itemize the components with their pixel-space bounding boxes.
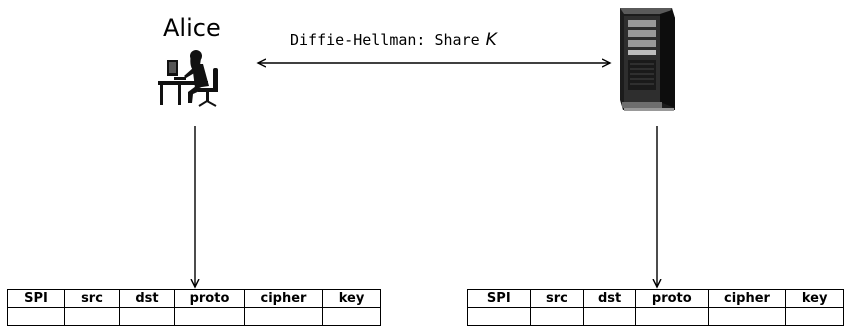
column-header-key: key: [785, 289, 844, 308]
server-tower-icon: [620, 8, 675, 111]
table-header-row: SPI src dst proto cipher key: [467, 289, 844, 308]
column-header-cipher: cipher: [707, 289, 787, 308]
exchange-key-symbol: K: [485, 30, 497, 50]
table-cell: [119, 307, 175, 326]
column-header-src: src: [529, 289, 585, 308]
table-cell: [634, 307, 709, 326]
column-header-spi: SPI: [467, 289, 531, 308]
table-cell: [64, 307, 120, 326]
table-cell: [322, 307, 381, 326]
table-cell: [467, 307, 531, 326]
table-cell: [529, 307, 585, 326]
table-header-row: SPI src dst proto cipher key: [7, 289, 381, 308]
alice-sa-table: SPI src dst proto cipher key: [7, 289, 381, 326]
server-sa-table: SPI src dst proto cipher key: [467, 289, 844, 326]
table-cell: [785, 307, 844, 326]
column-header-proto: proto: [174, 289, 245, 308]
table-cell: [174, 307, 245, 326]
column-header-dst: dst: [119, 289, 175, 308]
table-row: [467, 307, 844, 326]
column-header-dst: dst: [583, 289, 636, 308]
table-cell: [583, 307, 636, 326]
table-cell: [7, 307, 65, 326]
column-header-proto: proto: [634, 289, 709, 308]
alice-label: Alice: [163, 14, 221, 42]
exchange-label: Diffie-Hellman: Share K: [290, 31, 497, 49]
column-header-key: key: [322, 289, 381, 308]
column-header-spi: SPI: [7, 289, 65, 308]
table-cell: [244, 307, 323, 326]
column-header-cipher: cipher: [244, 289, 323, 308]
table-cell: [707, 307, 787, 326]
person-at-computer-icon: [158, 50, 218, 107]
table-row: [7, 307, 381, 326]
column-header-src: src: [64, 289, 120, 308]
exchange-protocol-text: Diffie-Hellman: Share: [290, 31, 480, 49]
